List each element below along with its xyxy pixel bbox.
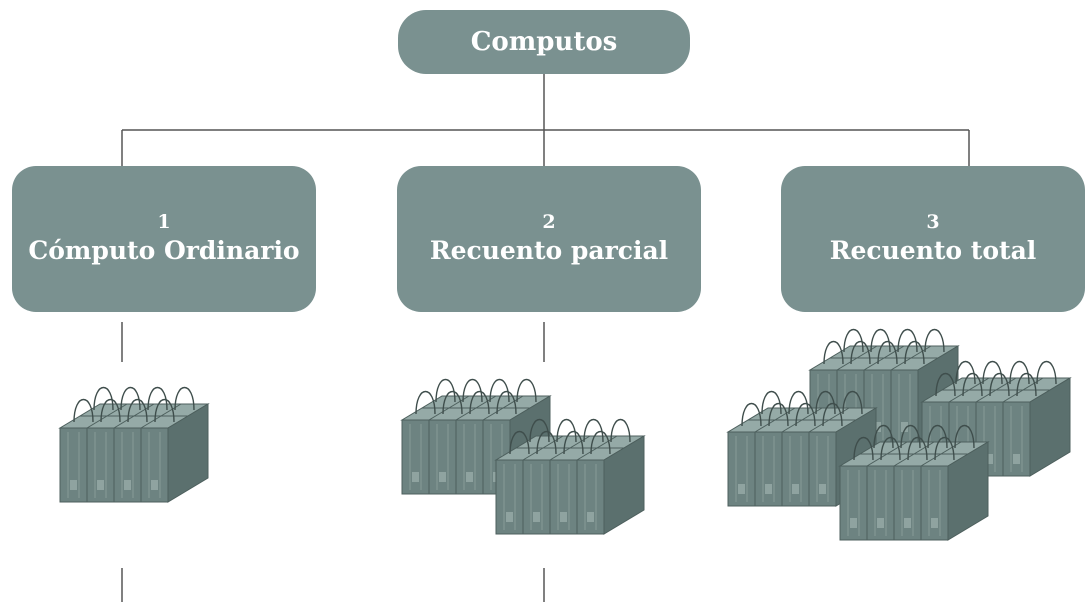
child-node-2: 2 Recuento parcial	[397, 166, 701, 312]
ballot-bags-illustration-2	[400, 379, 646, 535]
bag-block	[494, 419, 646, 535]
child-node-1: 1 Cómputo Ordinario	[12, 166, 316, 312]
child-label-1: Cómputo Ordinario	[28, 236, 300, 265]
child-node-3: 3 Recuento total	[781, 166, 1085, 312]
child-label-2: Recuento parcial	[429, 236, 669, 265]
child-label-3: Recuento total	[829, 236, 1037, 265]
root-label: Computos	[470, 27, 618, 57]
child-number-2: 2	[542, 211, 556, 233]
ballot-bags-illustration-1	[58, 387, 210, 503]
child-number-3: 3	[926, 211, 940, 233]
bag-block	[838, 425, 990, 541]
root-node: Computos	[398, 10, 690, 74]
bag-block	[58, 387, 210, 503]
ballot-bags-illustration-3	[726, 329, 1072, 541]
bag-block	[726, 391, 878, 507]
child-number-1: 1	[157, 211, 171, 233]
